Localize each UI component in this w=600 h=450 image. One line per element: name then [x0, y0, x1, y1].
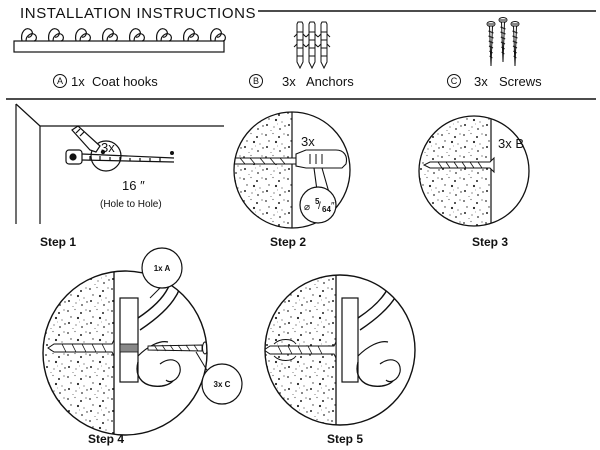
step5-label: Step 5 [327, 432, 363, 446]
coat-hooks-icon [13, 28, 226, 53]
part-b-name: Anchors [306, 74, 354, 89]
step4-callout-hook: 1x A [154, 264, 171, 273]
step4-callout-screw: 3x C [214, 380, 231, 389]
part-a-label: A 1x Coat hooks [53, 74, 158, 89]
step4-diagram [42, 247, 243, 436]
page-title: INSTALLATION INSTRUCTIONS [20, 5, 256, 22]
part-c-name: Screws [499, 74, 542, 89]
step1-note: (Hole to Hole) [100, 199, 162, 210]
step2-drill-num: 5 [315, 197, 320, 206]
step2-diagram [233, 111, 351, 229]
step5-diagram [264, 274, 416, 426]
step2-drill-slash: / [318, 201, 321, 212]
step3-diagram [418, 115, 530, 227]
step2-count: 3x [301, 134, 315, 149]
step2-drill-den: 64 [322, 205, 331, 214]
part-c-label: C 3x Screws [447, 74, 542, 89]
step1-label: Step 1 [40, 235, 76, 249]
screws-icon [486, 17, 520, 67]
step2-drill-unit: ″ [331, 201, 335, 212]
part-b-badge: B [253, 76, 259, 86]
step1-count: 3x [101, 140, 115, 155]
part-c-badge: C [451, 76, 458, 86]
step1-distance: 16 ″ [122, 178, 145, 193]
step1-diagram [15, 103, 224, 224]
step2-drill-prefix: ⌀ [304, 202, 310, 213]
part-a-name: Coat hooks [92, 74, 158, 89]
part-b-label: B 3x Anchors [249, 74, 354, 89]
part-a-qty: 1x [71, 74, 85, 89]
step3-label: Step 3 [472, 235, 508, 249]
step2-label: Step 2 [270, 235, 306, 249]
part-a-badge: A [57, 76, 63, 86]
part-b-qty: 3x [282, 74, 296, 89]
part-c-qty: 3x [474, 74, 488, 89]
step3-count: 3x B [498, 136, 524, 151]
anchors-icon [293, 21, 331, 70]
step4-label: Step 4 [88, 432, 124, 446]
